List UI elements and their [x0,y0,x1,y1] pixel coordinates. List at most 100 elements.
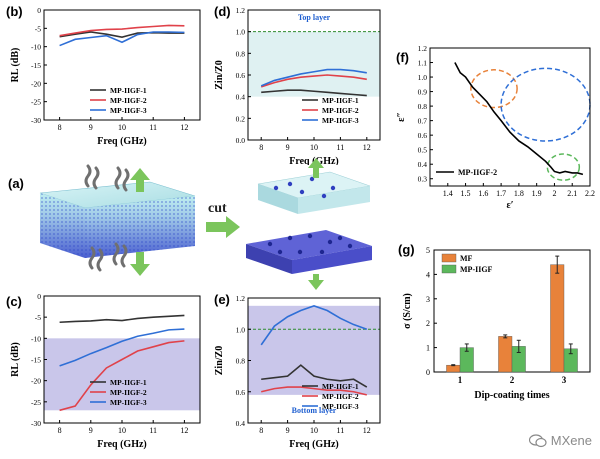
y-axis-label: σ (S/cm) [402,293,413,329]
legend-label: MP-IIGF [460,265,493,274]
y-tick-label: 0.8 [236,357,246,366]
shaded-region [44,338,200,411]
bar-MF-2 [498,336,513,373]
y-tick-label: 0.2 [236,114,246,123]
series-line-1 [454,62,584,176]
y-tick-label: 0.8 [236,49,246,58]
y-tick-label: 0.7 [418,117,428,126]
y-tick-label: 0.8 [418,102,428,111]
x-tick-label: 12 [363,143,371,152]
x-tick-label: 2 [552,189,556,198]
y-tick-label: 0.6 [236,388,246,397]
x-tick-label: 12 [363,426,371,435]
y-tick-label: -25 [31,98,41,107]
x-tick-label: 1.9 [532,189,542,198]
x-axis-label: Freq (GHz) [289,439,339,450]
y-axis-label: Zin/Z0 [214,60,225,89]
panel-label-a: (a) [8,176,24,191]
panel-a: (a) [0,148,390,290]
panel-label-b: (b) [6,4,23,19]
x-tick-label: 1.7 [496,189,506,198]
x-tick-label: 2 [510,375,515,385]
shaded-region [248,31,380,97]
x-tick-label: 8 [259,143,263,152]
legend-label: MF [460,254,473,263]
y-tick-label: 1.0 [236,325,246,334]
series-line-3 [59,31,185,47]
legend-label: MP-IIGF-3 [322,116,359,125]
y-tick-label: 0.3 [418,175,428,184]
series-line-1 [59,314,185,324]
x-tick-label: 8 [58,123,62,132]
x-tick-label: 11 [337,143,345,152]
y-tick-label: 0.4 [236,419,246,428]
y-tick-label: -20 [31,79,41,88]
y-tick-label: 1.0 [236,28,246,37]
x-tick-label: 9 [89,123,93,132]
y-tick-label: 0.6 [236,71,246,80]
x-tick-label: 2.2 [585,189,595,198]
y-tick-label: -30 [31,116,41,125]
x-axis-label: ε′ [506,200,513,211]
x-tick-label: 11 [149,426,157,435]
schematic-a: cut [39,158,372,290]
chart-title: Bottom layer [292,406,337,415]
x-tick-label: 12 [180,123,188,132]
panel-label-e: (e) [214,292,230,307]
y-tick-label: 0.4 [418,160,428,169]
plot-frame [429,47,591,187]
legend-label: MP-IIGF-2 [110,96,147,105]
legend-swatch [441,264,457,274]
y-axis-label: Zin/Z0 [214,346,225,375]
series-line-1 [59,31,185,38]
series-line-2 [260,74,367,88]
y-axis-label: RL (dB) [10,342,21,377]
series-line-3 [260,304,368,346]
y-tick-label: -30 [31,419,41,428]
x-tick-label: 10 [118,123,126,132]
y-tick-label: 0.0 [236,136,246,145]
legend-label: MP-IIGF-2 [110,388,147,397]
series-line-3 [260,68,367,87]
y-tick-label: 0.4 [236,93,246,102]
legend-label: MP-IIGF-2 [458,168,497,177]
y-tick-label: 1.1 [418,59,428,68]
y-tick-label: 0.5 [418,146,428,155]
series-line-2 [59,24,185,37]
legend-swatch [441,253,457,263]
bar-MF-3 [550,264,565,373]
series-line-2 [261,386,367,396]
top-layer-arrow-icon [308,158,324,178]
panel-label-f: (f) [396,50,409,65]
x-tick-label: 9 [286,143,290,152]
y-tick-label: -5 [35,313,41,322]
x-tick-label: 1.4 [443,189,453,198]
x-tick-label: 8 [58,426,62,435]
x-tick-label: 9 [286,426,290,435]
legend-label: MP-IIGF-1 [322,382,359,391]
y-tick-label: 0.6 [418,131,428,140]
y-axis-label: ε″ [396,112,407,122]
x-tick-label: 1.6 [478,189,488,198]
y-tick-label: 0 [37,292,41,301]
x-tick-label: 1 [458,375,463,385]
bottom-layer-arrow-icon [308,274,324,290]
y-tick-label: -10 [31,334,41,343]
shaded-region [248,305,380,395]
chart-title: Top layer [298,13,331,22]
legend-label: MP-IIGF-3 [322,402,359,411]
y-tick-label: -15 [31,61,41,70]
cole-cole-circle-3 [546,153,581,181]
series-line-2 [59,340,185,412]
wechat-icon [528,433,547,447]
legend-label: MP-IIGF-1 [322,96,359,105]
x-axis-label: Dip-coating times [474,390,549,401]
y-axis-label: RL (dB) [10,48,21,83]
x-tick-label: 10 [310,143,318,152]
